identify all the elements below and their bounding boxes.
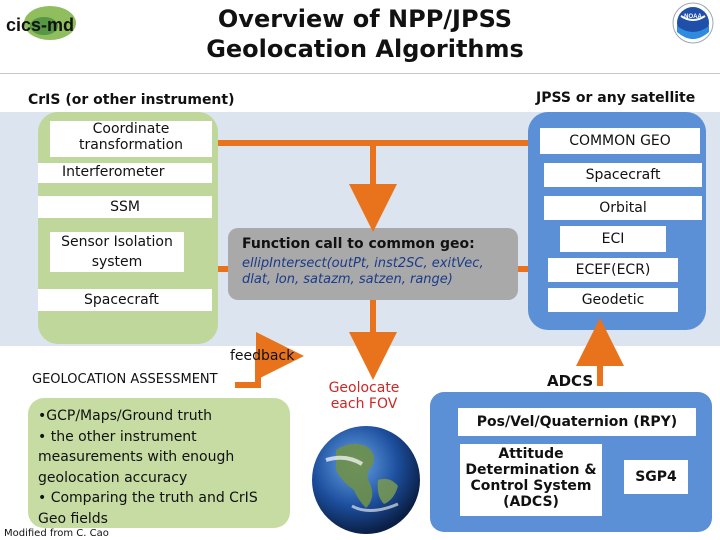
function-call-code: ellipIntersect(outPt, inst2SC, exitVec, … — [242, 256, 484, 287]
assessment-bullet-ground-truth: •GCP/Maps/Ground truth — [38, 408, 213, 424]
title-divider — [0, 73, 720, 74]
adcs-sgp4: SGP4 — [624, 460, 688, 494]
assessment-panel — [28, 398, 290, 528]
geolocate-label: Geolocate each FOV — [318, 380, 410, 414]
function-call-title: Function call to common geo: — [242, 236, 475, 252]
earth-globe-image — [306, 420, 426, 536]
instrument-item-coordinate-transformation: Coordinate transformation — [50, 121, 212, 157]
connector-arrows — [218, 140, 624, 388]
instrument-item-ssm: SSM — [38, 196, 212, 218]
instrument-item-spacecraft: Spacecraft — [38, 289, 212, 311]
instrument-header: CrIS (or other instrument) — [28, 92, 235, 108]
common-geo-ecef: ECEF(ECR) — [548, 258, 678, 282]
assessment-title: GEOLOCATION ASSESSMENT — [32, 372, 218, 387]
assessment-list: •GCP/Maps/Ground truth • the other instr… — [38, 406, 282, 529]
common-geo-orbital: Orbital — [544, 196, 702, 220]
instrument-item-interferometer: Interferometer — [38, 163, 212, 183]
noaa-logo: NOAA — [672, 2, 714, 44]
assessment-bullet-other-instrument: • the other instrument measurements with… — [38, 428, 235, 486]
title-line-2: Geolocation Algorithms — [206, 35, 524, 63]
instrument-item-sensor-isolation: Sensor Isolation system — [50, 232, 184, 272]
satellite-header: JPSS or any satellite — [536, 90, 696, 106]
svg-text:NOAA: NOAA — [684, 14, 702, 20]
feedback-label: feedback — [230, 348, 295, 364]
common-geo-spacecraft: Spacecraft — [544, 163, 702, 187]
common-geo-title: COMMON GEO — [540, 128, 700, 154]
function-call-box: Function call to common geo: ellipInters… — [228, 228, 518, 300]
svg-text:cics-md: cics-md — [6, 15, 74, 35]
common-geo-geodetic: Geodetic — [548, 288, 678, 312]
title-line-1: Overview of NPP/JPSS — [217, 5, 513, 33]
assessment-bullet-comparison: • Comparing the truth and CrIS Geo field… — [38, 490, 258, 527]
common-geo-eci: ECI — [560, 226, 666, 252]
credit-note: Modified from C. Cao — [4, 528, 109, 539]
adcs-title: ADCS — [547, 372, 594, 390]
cics-md-logo: cics-md — [6, 6, 76, 40]
adcs-posvel-quaternion: Pos/Vel/Quaternion (RPY) — [458, 408, 696, 436]
page-title: Overview of NPP/JPSS Geolocation Algorit… — [170, 4, 560, 64]
feedback-arrow — [235, 332, 304, 388]
adcs-attitude-control: Attitude Determination & Control System … — [460, 444, 602, 516]
